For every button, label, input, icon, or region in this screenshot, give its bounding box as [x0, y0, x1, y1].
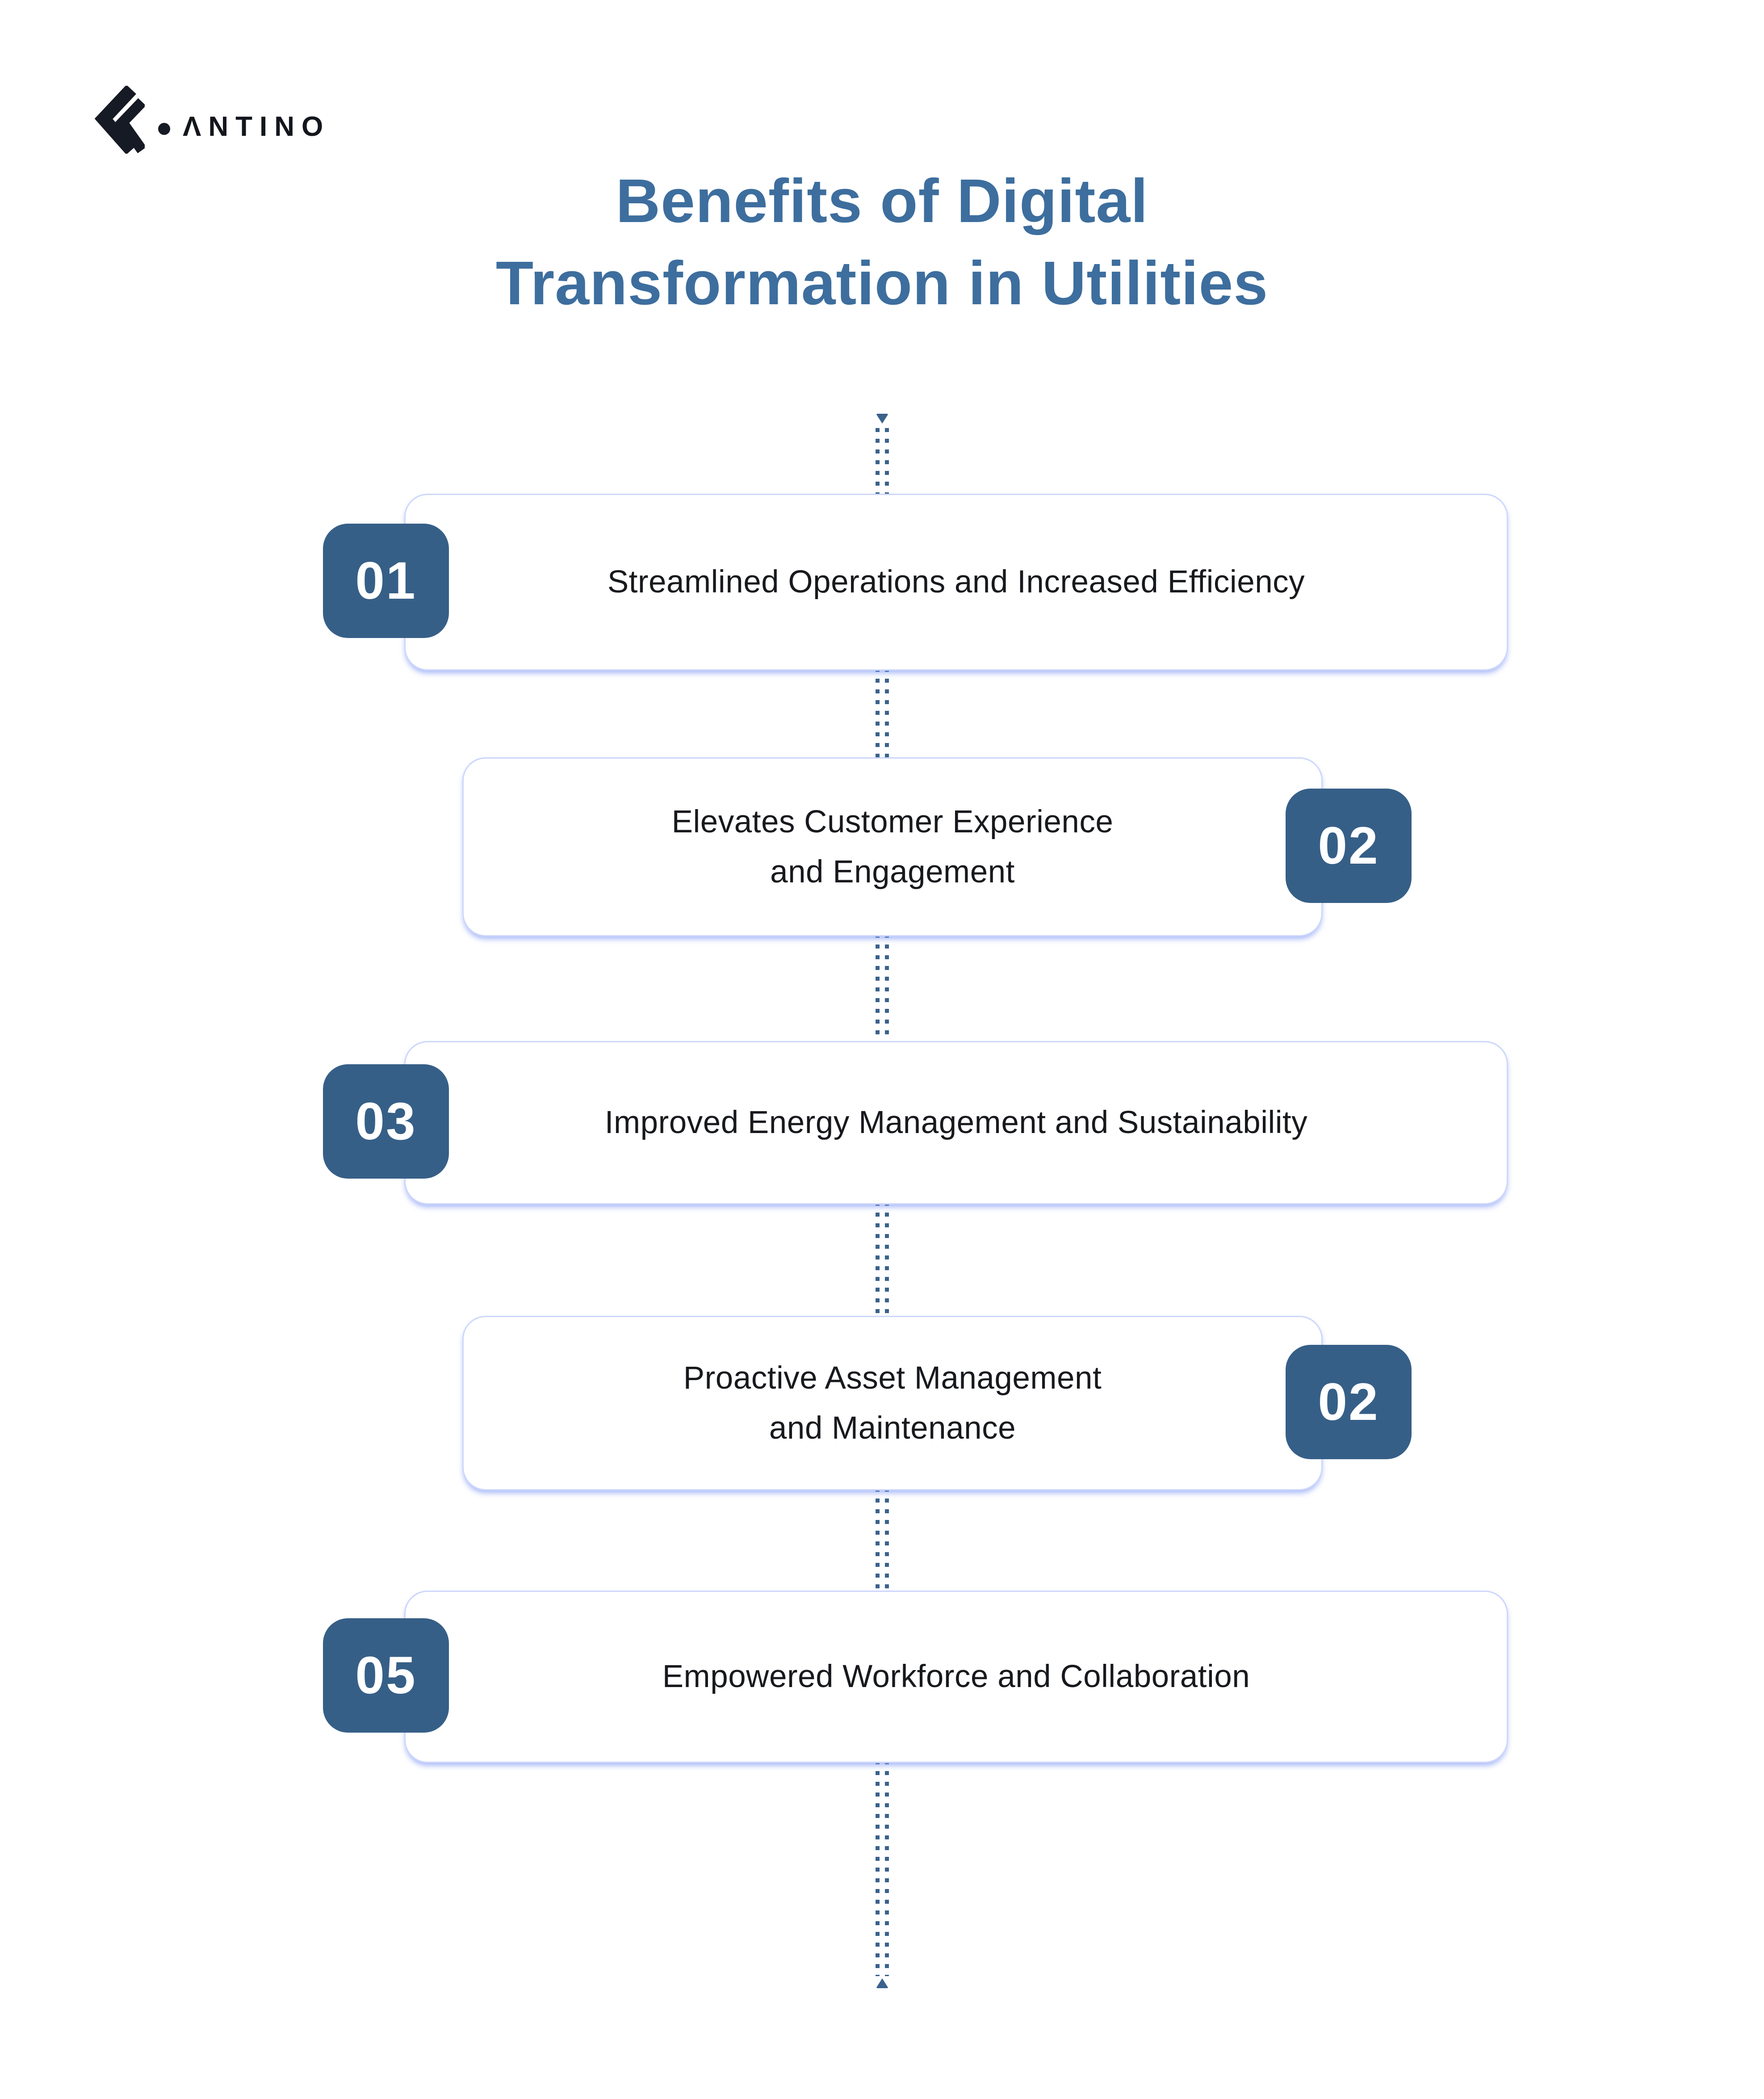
page-title-line1: Benefits of Digital [616, 167, 1148, 235]
page-title: Benefits of Digital Transformation in Ut… [0, 160, 1764, 324]
number-badge-5-text: 05 [355, 1646, 417, 1705]
benefit-card-2-label: Elevates Customer Experience and Engagem… [672, 797, 1114, 897]
connector-segment [876, 1488, 889, 1591]
benefit-card-3-label: Improved Energy Management and Sustainab… [604, 1105, 1308, 1140]
logo-wordmark: ΛNTINO [183, 111, 331, 142]
benefit-card-3: Improved Energy Management and Sustainab… [404, 1041, 1508, 1205]
benefit-card-2-line2: and Engagement [770, 854, 1015, 890]
connector-end-arrow-icon [876, 1978, 888, 1988]
connector-segment [876, 1202, 889, 1316]
connector-segment [876, 428, 889, 494]
number-badge-1: 01 [323, 524, 449, 638]
benefit-card-1: Streamlined Operations and Increased Eff… [404, 494, 1508, 671]
number-badge-4: 02 [1286, 1345, 1412, 1459]
number-badge-2: 02 [1286, 789, 1412, 903]
number-badge-2-text: 02 [1318, 816, 1379, 875]
benefit-card-2-line1: Elevates Customer Experience [671, 804, 1114, 840]
benefit-card-5-label: Empowered Workforce and Collaboration [662, 1659, 1250, 1694]
number-badge-4-text: 02 [1318, 1373, 1379, 1432]
benefit-card-2: Elevates Customer Experience and Engagem… [462, 757, 1323, 936]
benefit-card-5: Empowered Workforce and Collaboration [404, 1591, 1508, 1763]
benefit-card-4-label: Proactive Asset Management and Maintenan… [683, 1353, 1102, 1453]
benefit-card-4-line1: Proactive Asset Management [683, 1360, 1102, 1396]
number-badge-5: 05 [323, 1618, 449, 1733]
logo-dot-icon [158, 122, 170, 135]
antino-logo: ΛNTINO [95, 86, 330, 154]
benefit-card-1-label: Streamlined Operations and Increased Eff… [607, 564, 1305, 600]
page-title-line2: Transformation in Utilities [495, 249, 1269, 318]
connector-segment [876, 668, 889, 757]
connector-start-arrow-icon [876, 414, 888, 424]
connector-segment [876, 934, 889, 1041]
number-badge-3: 03 [323, 1064, 449, 1179]
benefit-card-4: Proactive Asset Management and Maintenan… [462, 1316, 1323, 1490]
number-badge-1-text: 01 [355, 551, 417, 610]
antino-chevron-icon [95, 86, 145, 154]
number-badge-3-text: 03 [355, 1092, 417, 1151]
connector-segment [876, 1760, 889, 1976]
benefit-card-4-line2: and Maintenance [769, 1410, 1016, 1446]
